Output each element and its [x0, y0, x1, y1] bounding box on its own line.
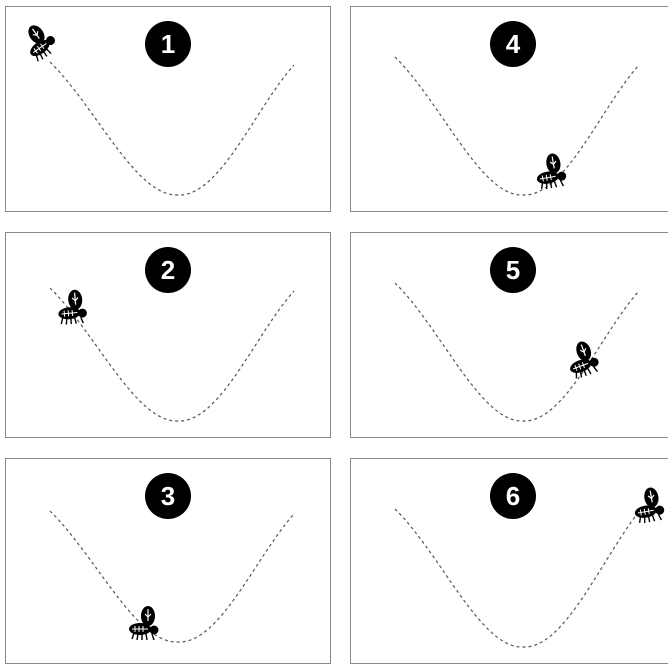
step-number-badge: 3 — [145, 473, 191, 519]
frame-panel-2: 2 — [5, 232, 331, 438]
step-number-badge: 6 — [490, 473, 536, 519]
fly-icon — [20, 23, 60, 63]
fly-icon — [124, 605, 164, 645]
fly-icon — [629, 487, 668, 527]
step-number-badge: 1 — [145, 21, 191, 67]
frame-panel-4: 4 — [350, 6, 668, 212]
frame-panel-1: 1 — [5, 6, 331, 212]
step-number-badge: 5 — [490, 247, 536, 293]
step-number-badge: 4 — [490, 21, 536, 67]
frame-panel-3: 3 — [5, 458, 331, 664]
fly-icon — [531, 153, 571, 193]
fly-icon — [52, 289, 92, 329]
frame-panel-6: 6 — [350, 458, 668, 664]
fly-icon — [563, 341, 603, 381]
step-number-badge: 2 — [145, 247, 191, 293]
frame-panel-5: 5 — [350, 232, 668, 438]
